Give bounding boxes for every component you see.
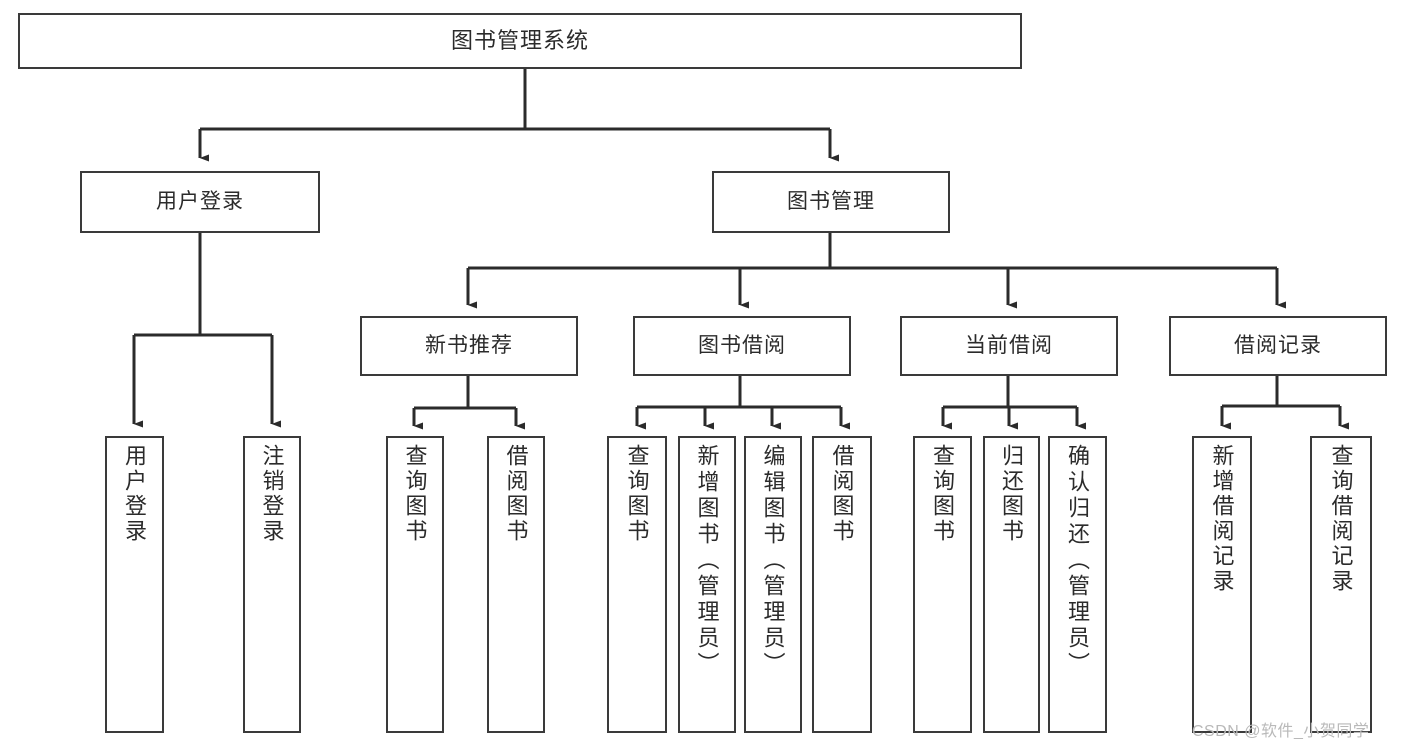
leaf-query-book-borrow[interactable]: 查询图书 — [607, 436, 667, 733]
node-label: 当前借阅 — [965, 333, 1053, 357]
leaf-confirm-return-admin[interactable]: 确认归还（管理员） — [1048, 436, 1107, 733]
node-label: 查询图书 — [402, 444, 428, 544]
node-label: 新增图书（管理员） — [694, 444, 720, 678]
leaf-user-login[interactable]: 用户登录 — [105, 436, 164, 733]
node-label: 借阅图书 — [503, 444, 529, 544]
node-label: 图书借阅 — [698, 333, 786, 357]
leaf-return-book[interactable]: 归还图书 — [983, 436, 1040, 733]
node-label: 注销登录 — [259, 444, 285, 544]
leaf-query-book-current[interactable]: 查询图书 — [913, 436, 972, 733]
leaf-query-book-recommend[interactable]: 查询图书 — [386, 436, 444, 733]
node-label: 确认归还（管理员） — [1065, 444, 1091, 678]
leaf-borrow-book[interactable]: 借阅图书 — [812, 436, 872, 733]
node-current-borrow[interactable]: 当前借阅 — [900, 316, 1118, 376]
leaf-logout-login[interactable]: 注销登录 — [243, 436, 301, 733]
node-label: 归还图书 — [999, 444, 1025, 544]
node-label: 用户登录 — [122, 444, 148, 544]
node-label: 编辑图书（管理员） — [760, 444, 786, 678]
node-label: 查询图书 — [624, 444, 650, 544]
node-borrow-record[interactable]: 借阅记录 — [1169, 316, 1387, 376]
node-label: 新增借阅记录 — [1209, 444, 1235, 594]
node-label: 图书管理 — [787, 189, 875, 213]
node-label: 查询借阅记录 — [1328, 444, 1354, 594]
node-book-borrow[interactable]: 图书借阅 — [633, 316, 851, 376]
node-label: 查询图书 — [930, 444, 956, 544]
leaf-add-borrow-record[interactable]: 新增借阅记录 — [1192, 436, 1252, 733]
node-label: 新书推荐 — [425, 333, 513, 357]
node-root-system[interactable]: 图书管理系统 — [18, 13, 1022, 69]
node-label: 用户登录 — [156, 189, 244, 213]
node-label: 借阅记录 — [1234, 333, 1322, 357]
node-user-login[interactable]: 用户登录 — [80, 171, 320, 233]
leaf-query-borrow-record[interactable]: 查询借阅记录 — [1310, 436, 1372, 733]
watermark: CSDN @软件_小贺同学 — [1192, 723, 1370, 740]
leaf-borrow-book-recommend[interactable]: 借阅图书 — [487, 436, 545, 733]
node-new-book-recommend[interactable]: 新书推荐 — [360, 316, 578, 376]
node-label: 图书管理系统 — [450, 28, 589, 54]
leaf-edit-book-admin[interactable]: 编辑图书（管理员） — [744, 436, 802, 733]
leaf-add-book-admin[interactable]: 新增图书（管理员） — [678, 436, 736, 733]
node-book-manage[interactable]: 图书管理 — [712, 171, 950, 233]
node-label: 借阅图书 — [829, 444, 855, 544]
